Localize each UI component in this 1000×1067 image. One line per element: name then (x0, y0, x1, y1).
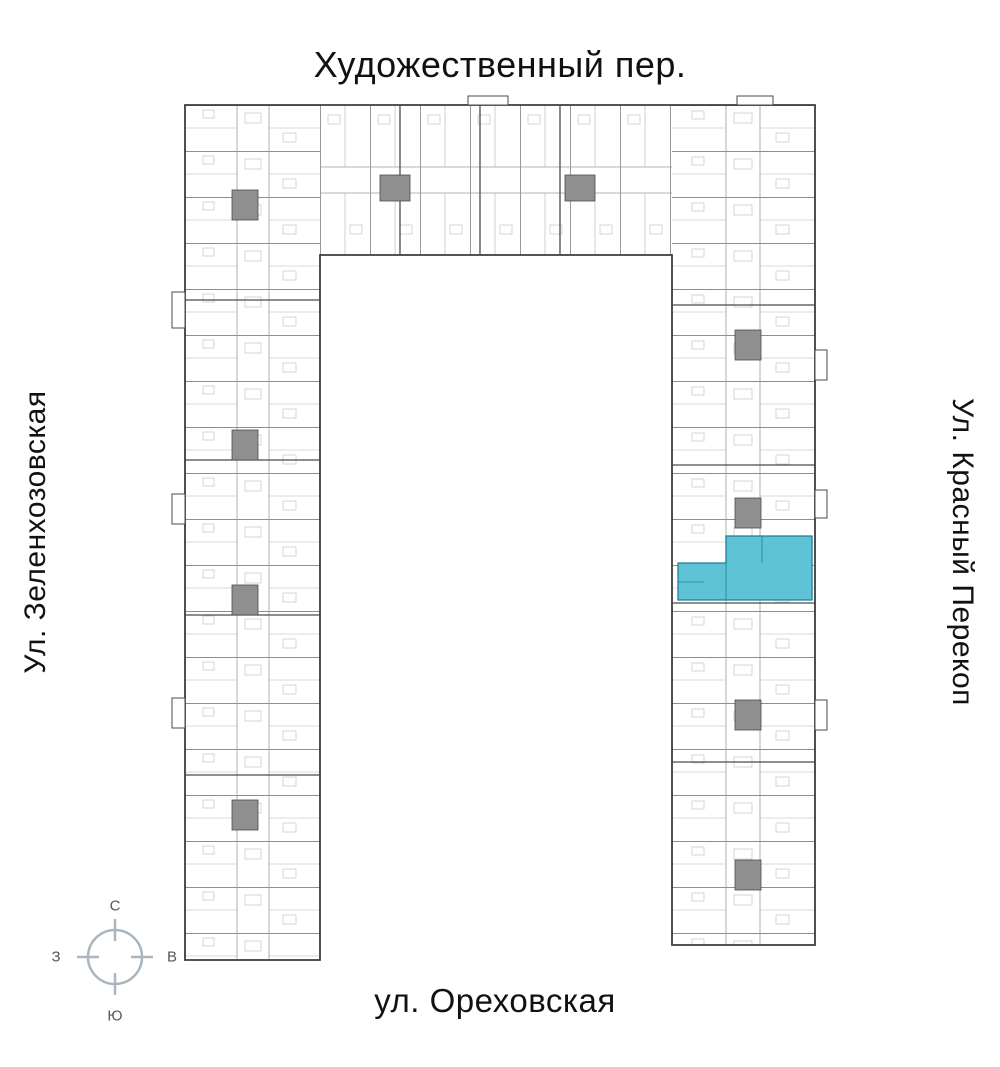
street-label-bottom: ул. Ореховская (374, 982, 616, 1019)
stair-cores (231, 174, 762, 891)
left-wing-rooms (185, 105, 320, 960)
street-label-top: Художественный пер. (313, 44, 687, 85)
street-label-left: Ул. Зеленхозовская (19, 390, 52, 674)
balconies (171, 95, 828, 731)
compass-label-south: Ю (107, 1007, 123, 1025)
building-body (184, 104, 816, 961)
compass-label-west: З (51, 948, 61, 966)
compass (77, 919, 153, 995)
compass-label-east: В (166, 948, 178, 966)
top-wing-rooms (320, 105, 672, 255)
building-outline (184, 104, 816, 961)
compass-label-north: С (109, 897, 121, 915)
street-label-right: Ул. Красный Перекоп (946, 398, 979, 706)
highlighted-apartment[interactable] (677, 535, 813, 601)
